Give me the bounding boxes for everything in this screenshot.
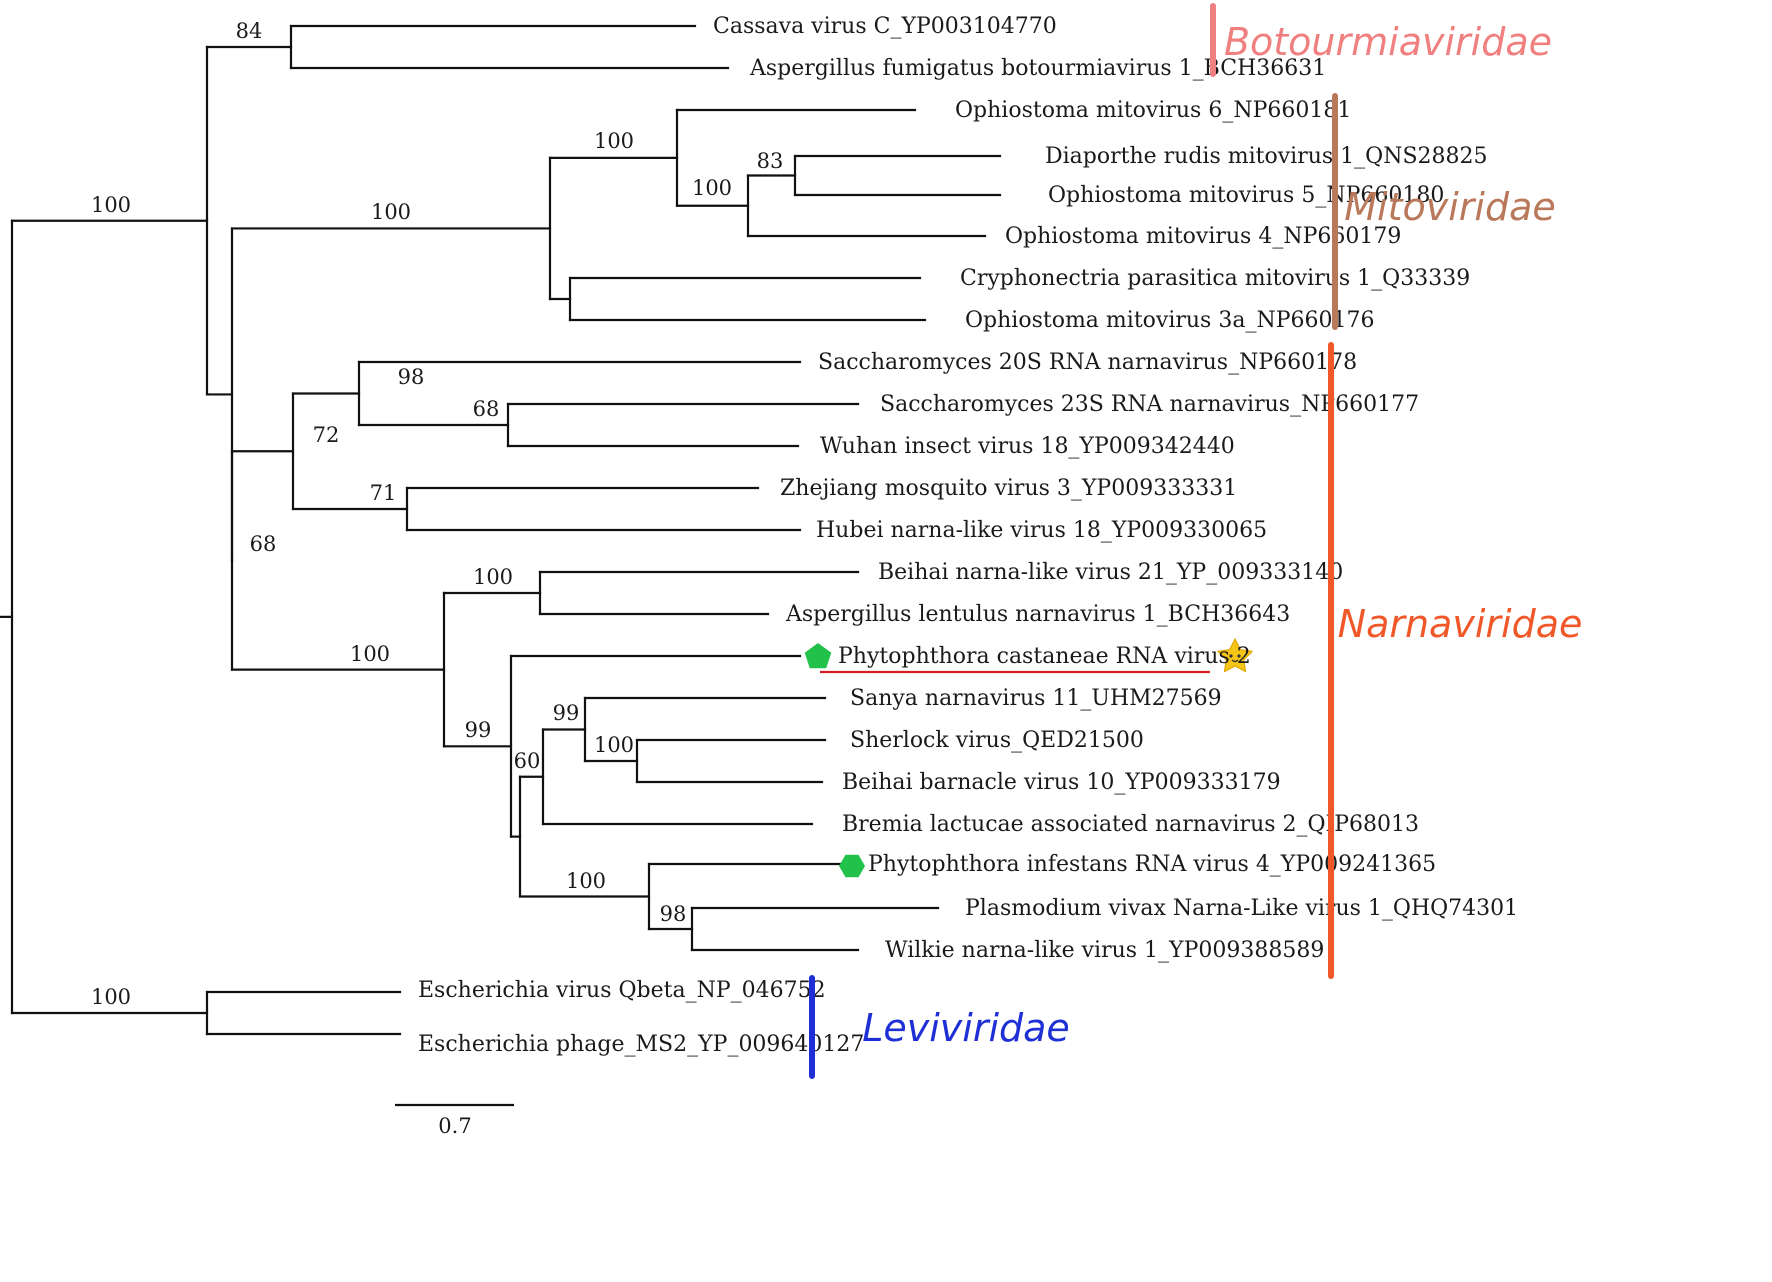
- family-label-botourmiaviridae: Botourmiaviridae: [1224, 20, 1552, 64]
- green-pentagon-icon: [804, 643, 832, 669]
- support-value-n_g1: 72: [313, 423, 340, 447]
- support-value-n_mitoA: 100: [594, 129, 634, 153]
- tip-label-wilkie: Wilkie narna-like virus 1_YP009388589: [885, 938, 1324, 963]
- support-value-n_g1c: 71: [370, 481, 397, 505]
- support-value-n_g2h: 98: [660, 902, 687, 926]
- star-smile: [1231, 659, 1239, 663]
- support-value-n_g1a: 98: [398, 365, 425, 389]
- scale-bar: 0.7: [395, 1103, 514, 1138]
- tip-label-cryph: Cryphonectria parasitica mitovirus 1_Q33…: [960, 266, 1470, 291]
- tip-label-oph3a: Ophiostoma mitovirus 3a_NP660176: [965, 308, 1374, 333]
- family-label-narnaviridae: Narnaviridae: [1338, 602, 1583, 646]
- scale-bar-label: 0.7: [438, 1114, 471, 1138]
- tip-label-diap: Diaporthe rudis mitovirus 1_QNS28825: [1045, 144, 1488, 169]
- support-value-n_narna: 68: [250, 532, 277, 556]
- tip-label-oph5: Ophiostoma mitovirus 5_NP660180: [1048, 183, 1444, 208]
- tip-label-wuhan: Wuhan insect virus 18_YP009342440: [820, 434, 1235, 459]
- support-value-n_mito: 100: [371, 200, 411, 224]
- support-value-n_g2d: 60: [514, 749, 541, 773]
- tip-label-cassava: Cassava virus C_YP003104770: [713, 14, 1057, 39]
- star-icon: [1217, 638, 1253, 673]
- tip-label-qbeta: Escherichia virus Qbeta_NP_046752: [418, 978, 826, 1003]
- tip-label-pcast: Phytophthora castaneae RNA virus 2: [838, 644, 1251, 669]
- support-value-n_mitoB: 100: [692, 176, 732, 200]
- tip-label-ms2: Escherichia phage_MS2_YP_009640127: [418, 1032, 864, 1057]
- family-label-mitoviridae: Mitoviridae: [1344, 185, 1556, 229]
- support-value-n_g1b: 68: [473, 397, 500, 421]
- support-value-n_main: 100: [91, 193, 131, 217]
- tip-markers: [804, 638, 1253, 878]
- support-value-n_bot: 84: [236, 19, 263, 43]
- tree-branches: [0, 24, 1002, 1036]
- support-value-n_g2e: 99: [553, 701, 580, 725]
- tip-label-oph4: Ophiostoma mitovirus 4_NP660179: [1005, 224, 1401, 249]
- tip-label-sherlock: Sherlock virus_QED21500: [850, 728, 1144, 753]
- tip-label-bremia: Bremia lactucae associated narnavirus 2_…: [842, 812, 1419, 837]
- tip-label-beihaib: Beihai barnacle virus 10_YP009333179: [842, 770, 1281, 795]
- family-label-leviviridae: Leviviridae: [862, 1006, 1070, 1050]
- tip-label-sanya: Sanya narnavirus 11_UHM27569: [850, 686, 1222, 711]
- tip-label-pinf: Phytophthora infestans RNA virus 4_YP009…: [868, 852, 1436, 877]
- tip-label-asplent: Aspergillus lentulus narnavirus 1_BCH366…: [785, 602, 1290, 627]
- star-eye: [1237, 654, 1241, 658]
- support-value-n_levi: 100: [91, 985, 131, 1009]
- tip-label-plasmo: Plasmodium vivax Narna-Like virus 1_QHQ7…: [965, 896, 1518, 921]
- support-value-n_g2g: 100: [566, 869, 606, 893]
- support-value-n_g2f: 100: [594, 733, 634, 757]
- support-values: 84 100 100 100 100 83 68 72 98 68 71 100 100 99 60 99 10…: [91, 19, 783, 1009]
- tip-label-oph6: Ophiostoma mitovirus 6_NP660181: [955, 98, 1351, 123]
- support-value-n_g2a: 100: [473, 565, 513, 589]
- tip-label-beihai21: Beihai narna-like virus 21_YP_009333140: [878, 560, 1343, 585]
- green-hexagon-icon: [839, 854, 865, 878]
- tip-label-hubei: Hubei narna-like virus 18_YP009330065: [816, 518, 1267, 543]
- tip-label-aspbot: Aspergillus fumigatus botourmiavirus 1_B…: [749, 56, 1326, 81]
- tip-label-zhej: Zhejiang mosquito virus 3_YP009333331: [780, 476, 1237, 501]
- support-value-n_g2b: 99: [465, 718, 492, 742]
- star-eye: [1229, 654, 1233, 658]
- support-value-n_g2: 100: [350, 642, 390, 666]
- tip-label-sac23: Saccharomyces 23S RNA narnavirus_NP66017…: [880, 392, 1419, 417]
- support-value-n_mitoC: 83: [757, 149, 784, 173]
- family-annotations: BotourmiaviridaeMitoviridaeNarnaviridaeL…: [809, 3, 1583, 1079]
- tip-label-sac20: Saccharomyces 20S RNA narnavirus_NP66017…: [818, 350, 1357, 375]
